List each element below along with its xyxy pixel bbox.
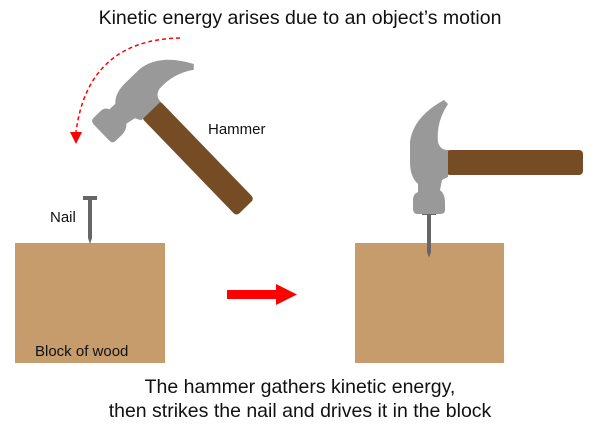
hammer-striking: [410, 100, 583, 214]
hammer-swinging: [88, 39, 291, 244]
swing-arc-arrow: [75, 37, 181, 133]
diagram-title: Kinetic energy arises due to an object’s…: [99, 7, 502, 29]
swing-arrowhead: [70, 132, 82, 144]
hammer-label: Hammer: [208, 121, 266, 138]
nail-left: [83, 196, 97, 244]
wood-block-right: [355, 243, 504, 363]
transition-arrow: [227, 284, 297, 305]
wood-block-left: [15, 243, 165, 363]
caption-line-1: The hammer gathers kinetic energy,: [145, 376, 456, 398]
nail-label: Nail: [50, 209, 76, 226]
block-label: Block of wood: [35, 343, 128, 360]
caption-line-2: then strikes the nail and drives it in t…: [109, 400, 492, 422]
